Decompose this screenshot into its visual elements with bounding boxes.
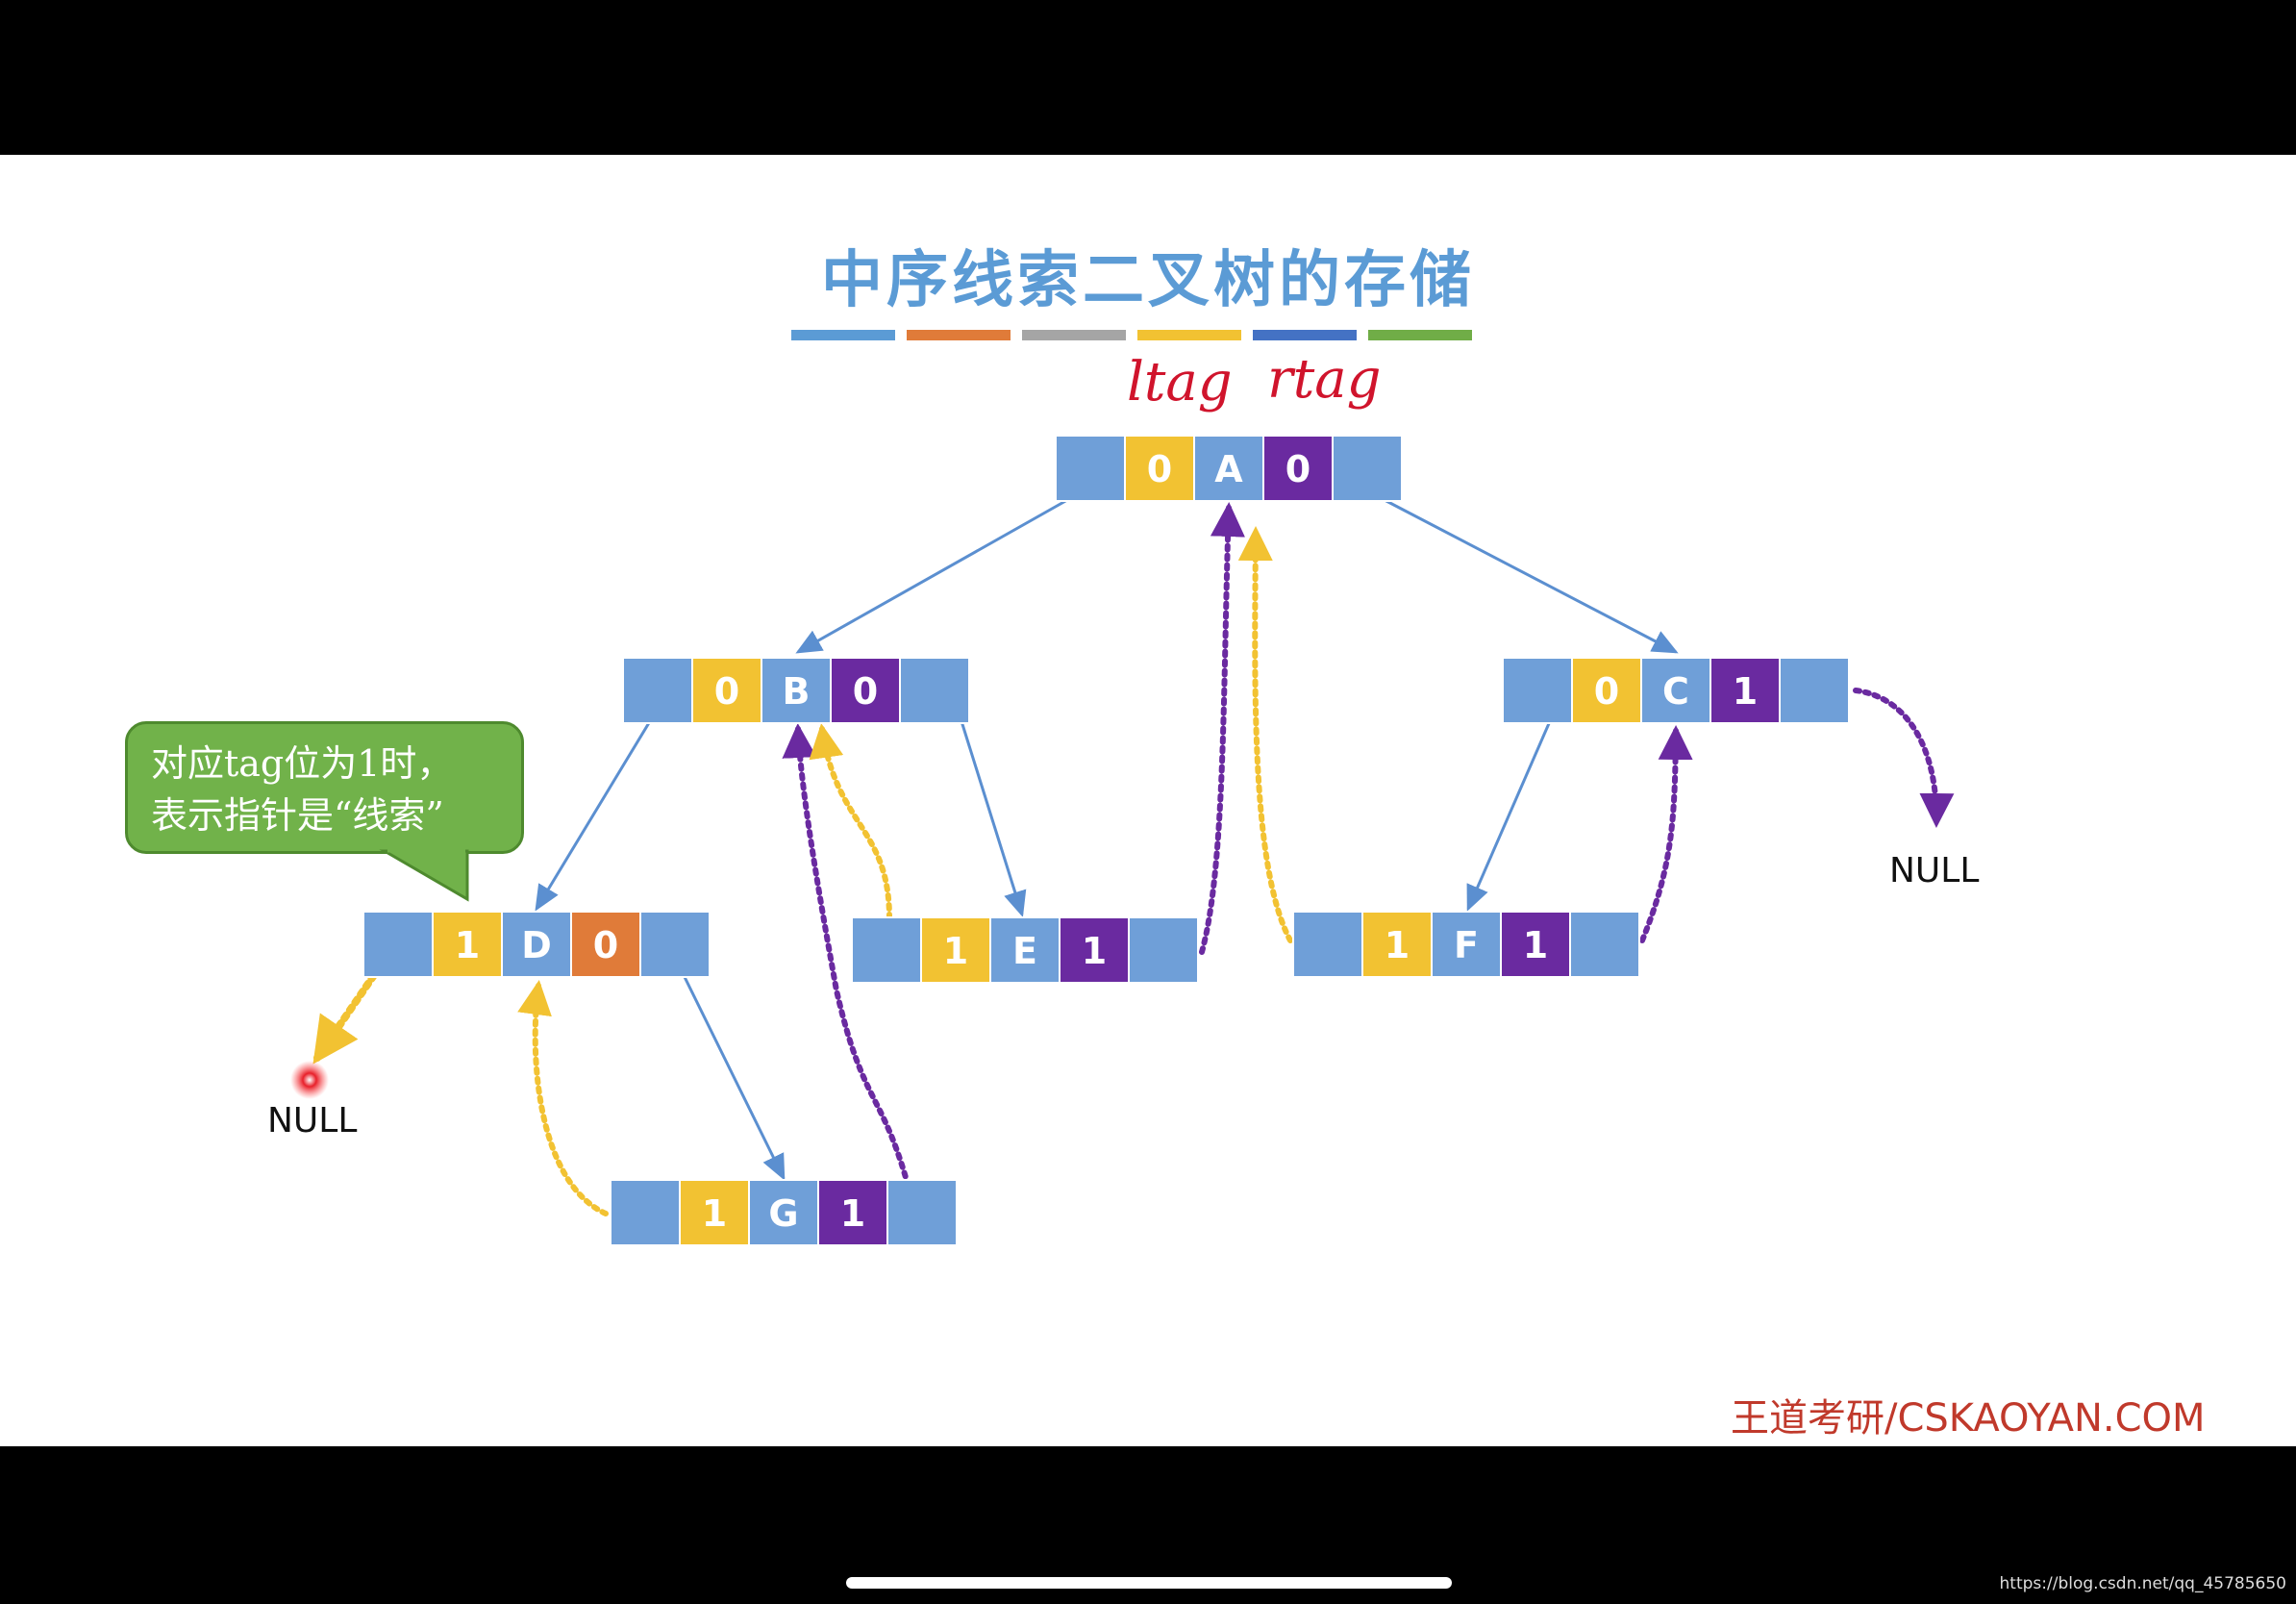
- rtag-cell: [830, 657, 901, 724]
- thread-E-left-to-B: [809, 723, 892, 921]
- data-cell: [761, 657, 832, 724]
- tag-callout: 对应tag位为1时， 表示指针是“线索”: [125, 721, 524, 854]
- lchild-cell: [851, 916, 922, 984]
- rtag-cell-text: 1: [1523, 924, 1548, 966]
- rchild-cell: [1128, 916, 1199, 984]
- rtag-cell: [1500, 911, 1571, 978]
- title-bar-segment: [1022, 330, 1126, 340]
- thread-E-right-to-A: [1199, 502, 1245, 955]
- ltag-cell: [432, 911, 503, 978]
- child-edge: [1384, 498, 1679, 654]
- child-edges: [535, 498, 1679, 1181]
- title-bar-segment: [1253, 330, 1357, 340]
- ltag-cell: [1124, 435, 1195, 502]
- rchild-cell: [1569, 911, 1640, 978]
- home-indicator[interactable]: [846, 1577, 1452, 1589]
- rtag-cell-text: 1: [1733, 670, 1758, 713]
- thread-G-right-to-B: [782, 723, 918, 1216]
- ltag-cell: [679, 1179, 750, 1246]
- rchild-cell: [639, 911, 711, 978]
- ltag-annotation: ltag: [1127, 351, 1233, 414]
- thread-F-right-to-C: [1639, 725, 1693, 943]
- rtag-cell: [817, 1179, 888, 1246]
- thread-G-left-to-D: [517, 980, 609, 1216]
- ltag-cell-text: 1: [1385, 924, 1410, 966]
- data-cell: [501, 911, 572, 978]
- ltag-cell-text: 0: [1147, 448, 1172, 490]
- data-cell: [1431, 911, 1502, 978]
- ltag-cell-text: 0: [714, 670, 739, 713]
- ltag-cell-text: 1: [943, 930, 968, 972]
- null-marker-dot: [290, 1061, 329, 1099]
- data-cell-text: A: [1214, 448, 1243, 490]
- title-bar-segment: [791, 330, 895, 340]
- data-cell: [989, 916, 1061, 984]
- title-bar-segment: [1368, 330, 1472, 340]
- callout-line-2: 表示指针是“线索”: [151, 794, 444, 837]
- data-cell-text: F: [1454, 924, 1479, 966]
- lchild-cell: [1055, 435, 1126, 502]
- ltag-cell: [1361, 911, 1433, 978]
- rtag-cell-text: 0: [593, 924, 618, 966]
- rchild-cell: [899, 657, 970, 724]
- rchild-cell: [1332, 435, 1403, 502]
- lchild-cell: [622, 657, 693, 724]
- child-edge: [1466, 720, 1552, 912]
- child-edge: [795, 498, 1068, 654]
- watermark-text: 王道考研: [53, 222, 253, 278]
- title-bar-segment: [1137, 330, 1241, 340]
- data-cell-text: B: [783, 670, 811, 713]
- ltag-cell-text: 1: [702, 1192, 727, 1235]
- slide-title: 中序线索二叉树的存储: [821, 245, 1475, 316]
- lchild-cell: [1292, 911, 1363, 978]
- node-F: 1 F 1: [1292, 911, 1640, 978]
- null-label-right: NULL: [1889, 851, 1980, 890]
- data-cell: [1193, 435, 1264, 502]
- child-edge: [535, 720, 652, 912]
- rtag-cell-text: 0: [853, 670, 878, 713]
- node-E: 1 E 1: [851, 916, 1199, 984]
- title-bar-segment: [907, 330, 1011, 340]
- watermark: 王道考研 bilibili: [53, 202, 533, 283]
- rchild-cell: [1779, 657, 1850, 724]
- ltag-cell: [1571, 657, 1642, 724]
- ltag-cell: [691, 657, 762, 724]
- null-label-left: NULL: [267, 1101, 358, 1140]
- rtag-cell-text: 1: [840, 1192, 865, 1235]
- data-cell-text: E: [1012, 930, 1037, 972]
- ltag-cell-text: 1: [455, 924, 480, 966]
- rchild-cell: [886, 1179, 958, 1246]
- footer-brand: 王道考研/CSKAOYAN.COM: [1731, 1396, 2206, 1441]
- lchild-cell: [1502, 657, 1573, 724]
- source-url: https://blog.csdn.net/qq_45785650: [1999, 1574, 2286, 1593]
- title-color-bar: [791, 330, 1472, 340]
- child-edge: [683, 976, 786, 1181]
- data-cell-text: D: [521, 924, 552, 966]
- data-cell-text: C: [1662, 670, 1689, 713]
- child-edge: [960, 720, 1027, 917]
- rtag-cell-text: 0: [1285, 448, 1310, 490]
- thread-C-right-null: [1853, 688, 1955, 828]
- rtag-cell-text: 1: [1082, 930, 1107, 972]
- rtag-annotation: rtag: [1267, 348, 1382, 411]
- thread-F-left-to-A: [1237, 526, 1293, 943]
- bilibili-logo: bilibili: [276, 202, 534, 283]
- data-cell-text: G: [768, 1192, 798, 1235]
- callout-line-1: 对应tag位为1时，: [151, 742, 454, 785]
- ltag-cell-text: 0: [1594, 670, 1619, 713]
